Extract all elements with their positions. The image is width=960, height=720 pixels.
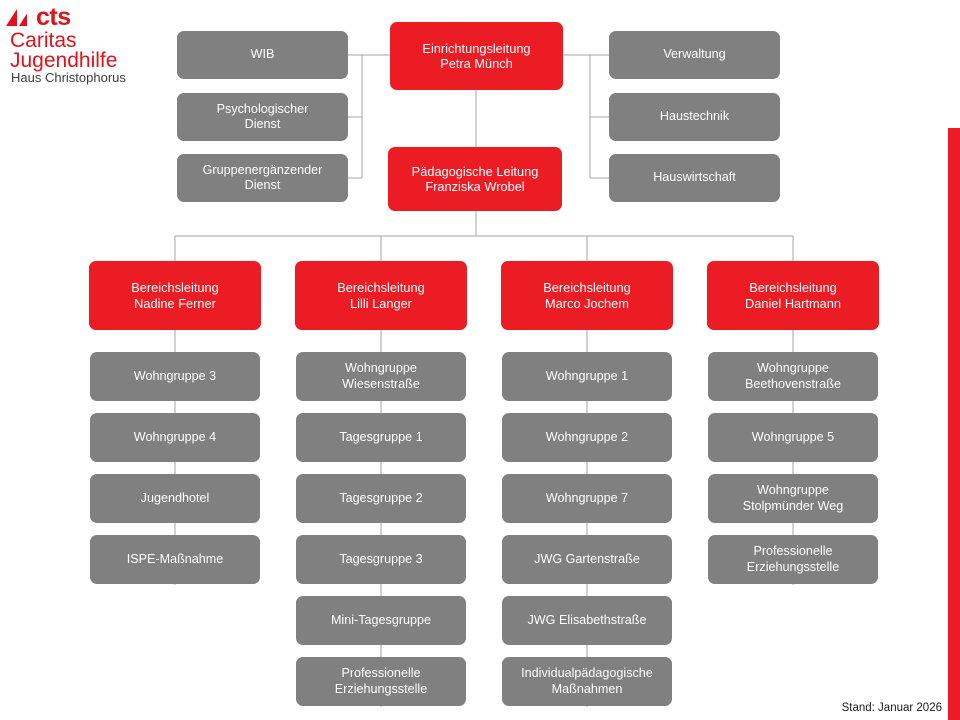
node-unit-2-5[interactable]: Mini-Tagesgruppe — [296, 596, 466, 645]
accent-bar-right — [948, 128, 960, 720]
node-staff-gruppenergaenzender-dienst[interactable]: Gruppenergänzender Dienst — [177, 154, 348, 202]
logo-brand: cts — [36, 3, 71, 31]
node-unit-3-2[interactable]: Wohngruppe 2 — [502, 413, 672, 462]
node-unit-4-2[interactable]: Wohngruppe 5 — [708, 413, 878, 462]
node-unit-2-6[interactable]: Professionelle Erziehungsstelle — [296, 657, 466, 706]
node-staff-verwaltung[interactable]: Verwaltung — [609, 31, 780, 79]
node-unit-3-4[interactable]: JWG Gartenstraße — [502, 535, 672, 584]
node-unit-2-1[interactable]: Wohngruppe Wiesenstraße — [296, 352, 466, 401]
node-unit-2-3[interactable]: Tagesgruppe 2 — [296, 474, 466, 523]
node-staff-haustechnik[interactable]: Haustechnik — [609, 93, 780, 141]
node-unit-3-6[interactable]: Individualpädagogische Maßnahmen — [502, 657, 672, 706]
node-unit-1-4[interactable]: ISPE-Maßnahme — [90, 535, 260, 584]
node-unit-1-1[interactable]: Wohngruppe 3 — [90, 352, 260, 401]
node-unit-4-1[interactable]: Wohngruppe Beethovenstraße — [708, 352, 878, 401]
caritas-flag-icon — [6, 9, 27, 26]
node-unit-1-3[interactable]: Jugendhotel — [90, 474, 260, 523]
node-einrichtungsleitung[interactable]: Einrichtungsleitung Petra Münch — [390, 22, 563, 90]
node-staff-psychologischer-dienst[interactable]: Psychologischer Dienst — [177, 93, 348, 141]
organization-logo: cts Caritas Jugendhilfe Haus Christophor… — [6, 4, 166, 86]
logo-line-house: Haus Christophorus — [11, 70, 126, 85]
node-bereichsleitung-3[interactable]: Bereichsleitung Marco Jochem — [501, 261, 673, 330]
logo-line-caritas: Caritas — [10, 29, 77, 52]
node-paedagogische-leitung[interactable]: Pädagogische Leitung Franziska Wrobel — [388, 147, 562, 211]
node-unit-3-3[interactable]: Wohngruppe 7 — [502, 474, 672, 523]
node-unit-1-2[interactable]: Wohngruppe 4 — [90, 413, 260, 462]
node-bereichsleitung-1[interactable]: Bereichsleitung Nadine Ferner — [89, 261, 261, 330]
logo-line-jugendhilfe: Jugendhilfe — [10, 49, 118, 72]
node-staff-wib[interactable]: WIB — [177, 31, 348, 79]
date-stamp: Stand: Januar 2026 — [841, 702, 942, 714]
node-unit-3-1[interactable]: Wohngruppe 1 — [502, 352, 672, 401]
node-staff-hauswirtschaft[interactable]: Hauswirtschaft — [609, 154, 780, 202]
node-unit-2-2[interactable]: Tagesgruppe 1 — [296, 413, 466, 462]
node-unit-4-3[interactable]: Wohngruppe Stolpmünder Weg — [708, 474, 878, 523]
node-unit-4-4[interactable]: Professionelle Erziehungsstelle — [708, 535, 878, 584]
node-unit-3-5[interactable]: JWG Elisabethstraße — [502, 596, 672, 645]
node-bereichsleitung-4[interactable]: Bereichsleitung Daniel Hartmann — [707, 261, 879, 330]
node-bereichsleitung-2[interactable]: Bereichsleitung Lilli Langer — [295, 261, 467, 330]
node-unit-2-4[interactable]: Tagesgruppe 3 — [296, 535, 466, 584]
